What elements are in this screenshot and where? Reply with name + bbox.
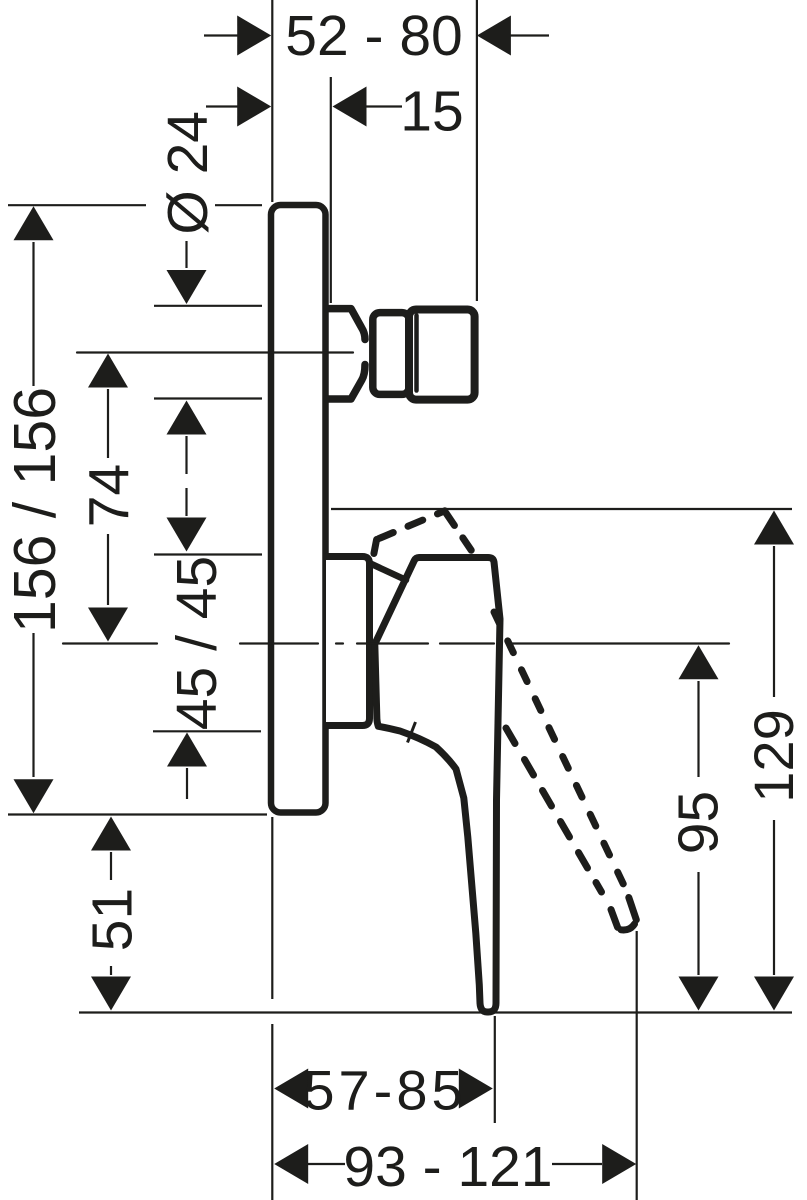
svg-text:52 - 80: 52 - 80 [285, 4, 462, 68]
svg-text:57-85: 57-85 [303, 1059, 466, 1122]
svg-text:45 / 45: 45 / 45 [165, 556, 229, 730]
svg-text:129: 129 [742, 709, 805, 802]
svg-text:93 - 121: 93 - 121 [343, 1135, 552, 1199]
svg-text:74: 74 [77, 464, 141, 527]
svg-text:51: 51 [81, 888, 145, 951]
svg-text:15: 15 [400, 80, 463, 144]
svg-text:156 / 156: 156 / 156 [2, 387, 68, 633]
svg-text:Ø 24: Ø 24 [156, 111, 220, 235]
svg-text:95: 95 [667, 791, 731, 854]
